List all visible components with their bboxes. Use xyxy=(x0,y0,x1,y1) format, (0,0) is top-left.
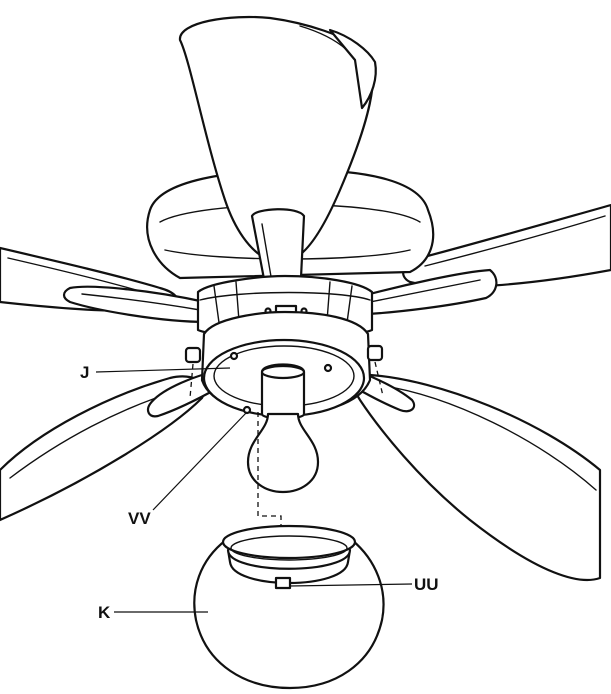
blade-bracket-lower-left xyxy=(147,370,220,418)
callout-leaders xyxy=(95,367,413,613)
blade-bracket-right xyxy=(360,268,498,316)
label-j: J xyxy=(80,363,89,382)
pull-chain-right xyxy=(366,344,384,397)
blade-bracket-lower-right xyxy=(354,370,416,413)
light-bulb xyxy=(246,412,320,494)
fan-blade-right-upper xyxy=(402,203,611,288)
screw-hole xyxy=(242,405,252,415)
light-socket xyxy=(260,363,306,420)
blade-bracket-left xyxy=(62,285,210,324)
label-k: K xyxy=(98,603,111,622)
pull-chain-left xyxy=(184,346,202,399)
glass-globe xyxy=(193,524,385,690)
fan-blade-right-lower xyxy=(354,373,602,582)
label-uu: UU xyxy=(414,575,439,594)
label-vv: VV xyxy=(128,509,151,528)
